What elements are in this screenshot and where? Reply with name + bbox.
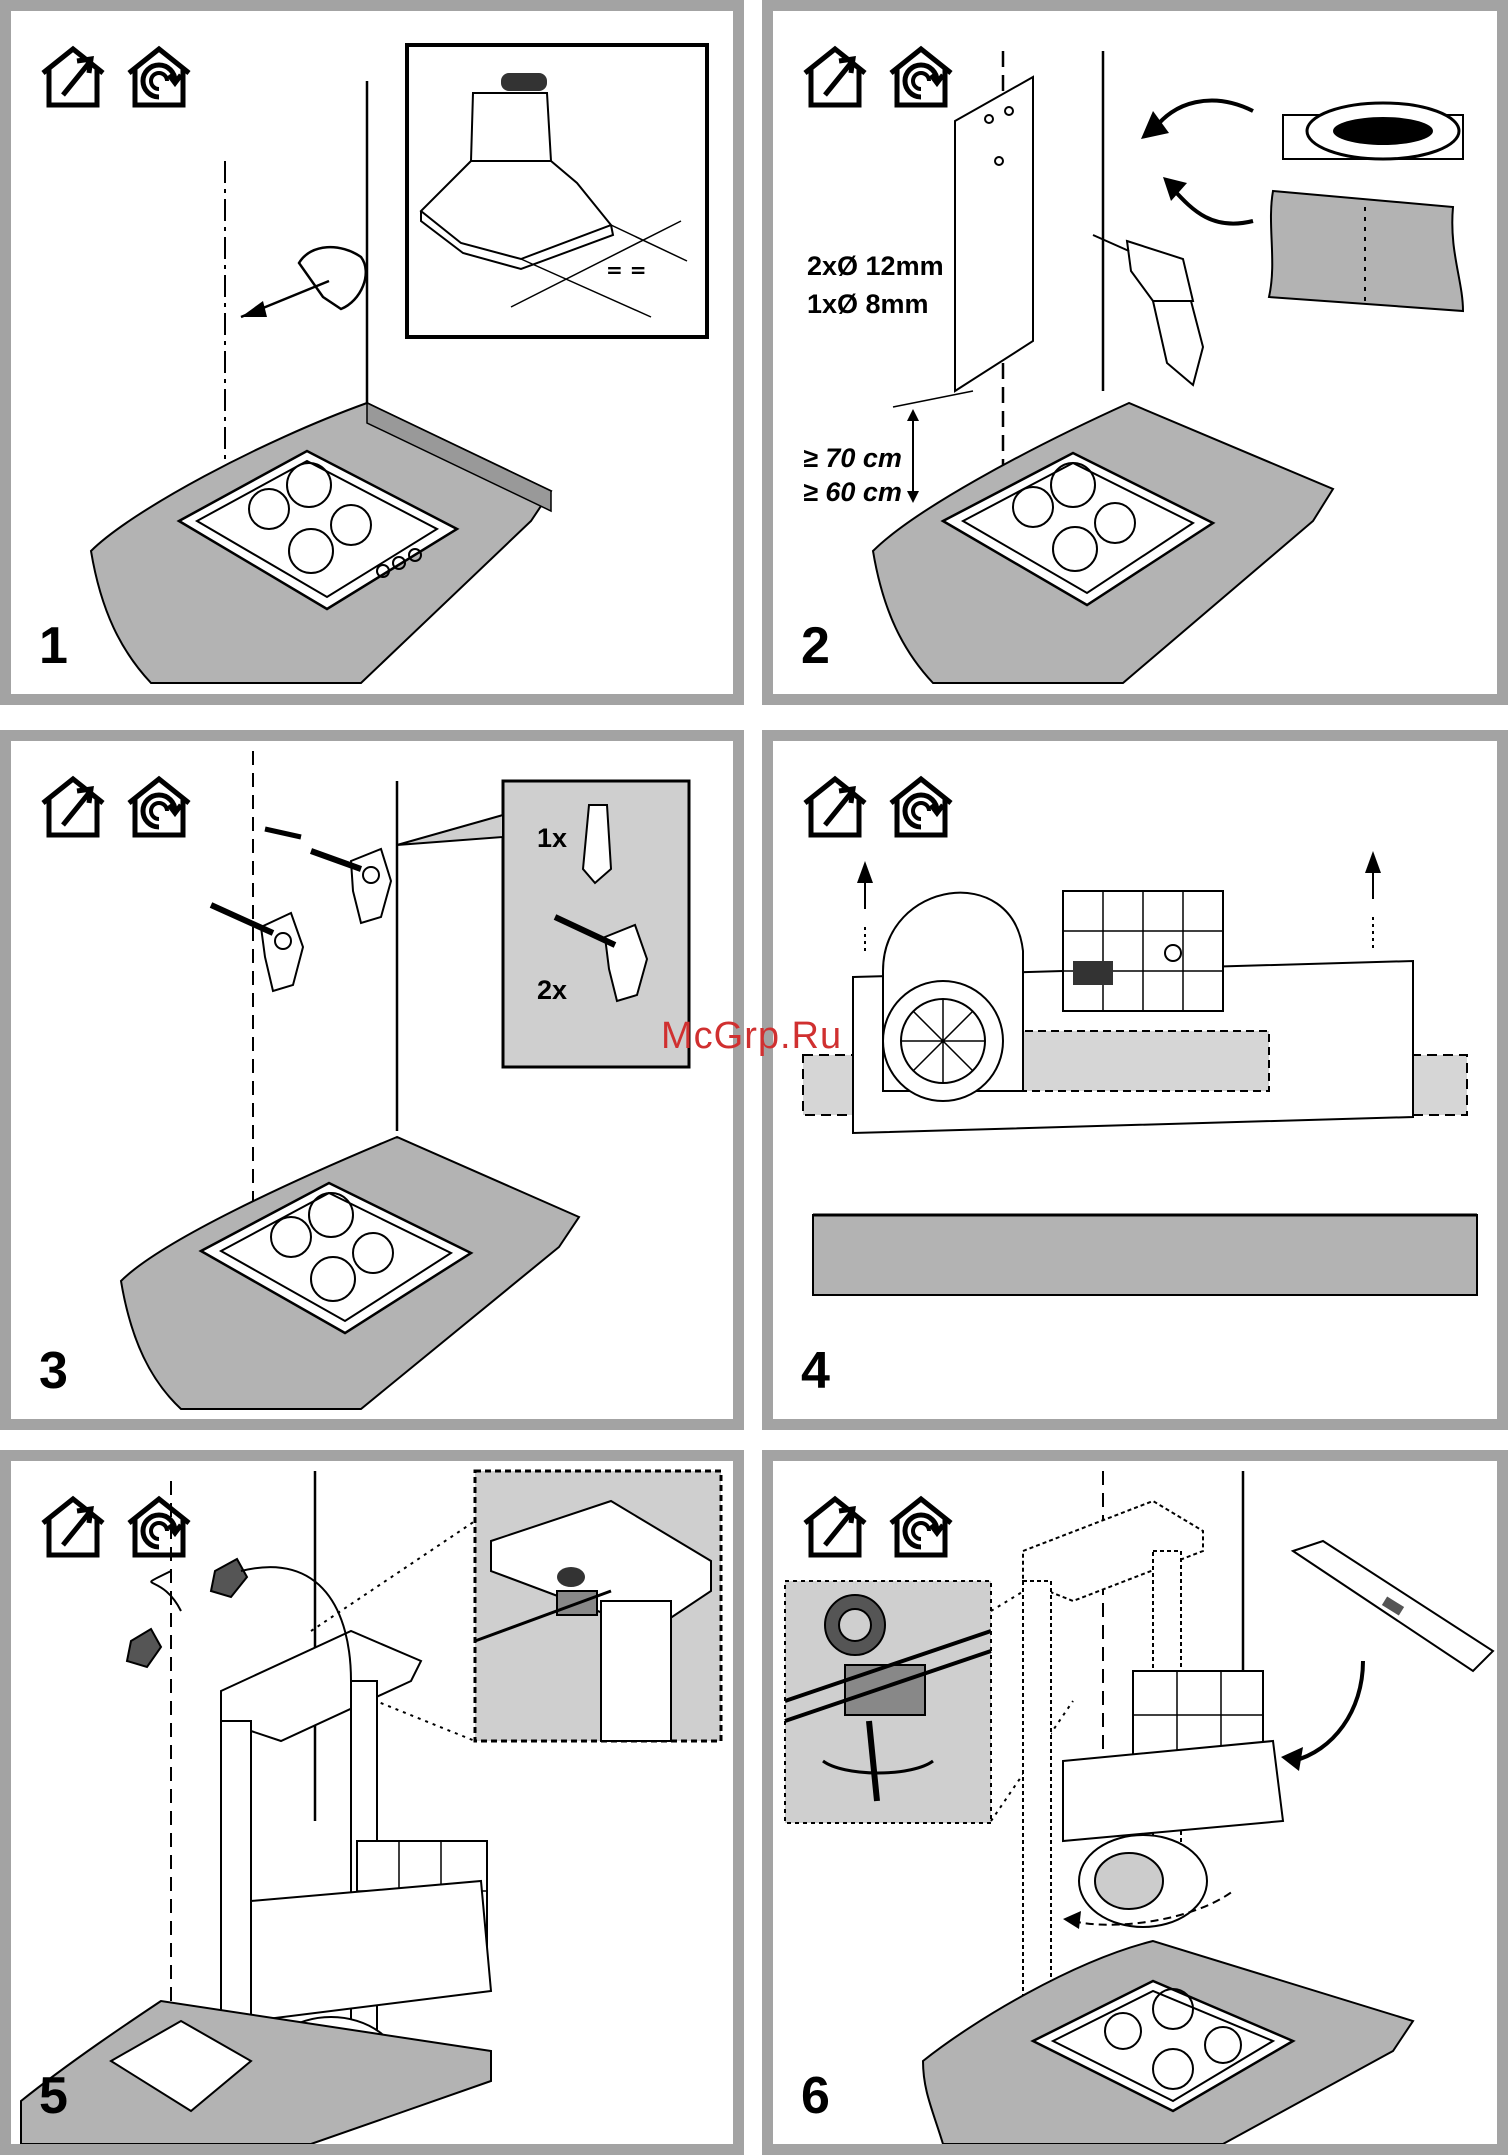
drill-drawing xyxy=(1093,235,1203,385)
step-panel-4: 4 xyxy=(762,730,1508,1430)
step-number: 1 xyxy=(39,620,68,672)
drill-spec-8mm: 1xØ 8mm xyxy=(807,289,929,320)
step-5-illustration xyxy=(11,1461,733,2144)
step-4-illustration xyxy=(773,741,1497,1419)
step-number: 5 xyxy=(39,2070,68,2122)
step-1-illustration: = = xyxy=(11,11,733,694)
drill-spec-12mm: 2xØ 12mm xyxy=(807,251,944,282)
step-panel-6: 6 xyxy=(762,1450,1508,2155)
spirit-level-drawing xyxy=(1293,1541,1493,1671)
distance-70cm: ≥ 70 cm xyxy=(803,443,902,474)
svg-text:= =: = = xyxy=(606,258,646,282)
step-panel-2: 2xØ 12mm 1xØ 8mm ≥ 70 cm ≥ 60 cm 2 xyxy=(762,0,1508,705)
quantity-wall-plug: 1x xyxy=(537,823,567,854)
watermark: McGrp.Ru xyxy=(661,1015,842,1058)
step-number: 3 xyxy=(39,1345,68,1397)
step-number: 6 xyxy=(801,2070,830,2122)
tape-roll-drawing xyxy=(1283,103,1463,159)
step-panel-3: 1x 2x 3 xyxy=(0,730,744,1430)
step-6-illustration xyxy=(773,1461,1497,2144)
distance-60cm: ≥ 60 cm xyxy=(803,477,902,508)
step-panel-1: = = 1 xyxy=(0,0,744,705)
step-3-illustration xyxy=(11,741,733,1419)
step-2-illustration xyxy=(773,11,1497,694)
motor-unit-drawing xyxy=(1063,1671,1283,1927)
quantity-bracket: 2x xyxy=(537,975,567,1006)
step-number: 4 xyxy=(801,1345,830,1397)
step-number: 2 xyxy=(801,620,830,672)
motor-unit-drawing xyxy=(853,891,1413,1133)
step-panel-5: 5 xyxy=(0,1450,744,2155)
bracket-drawing xyxy=(211,829,391,991)
